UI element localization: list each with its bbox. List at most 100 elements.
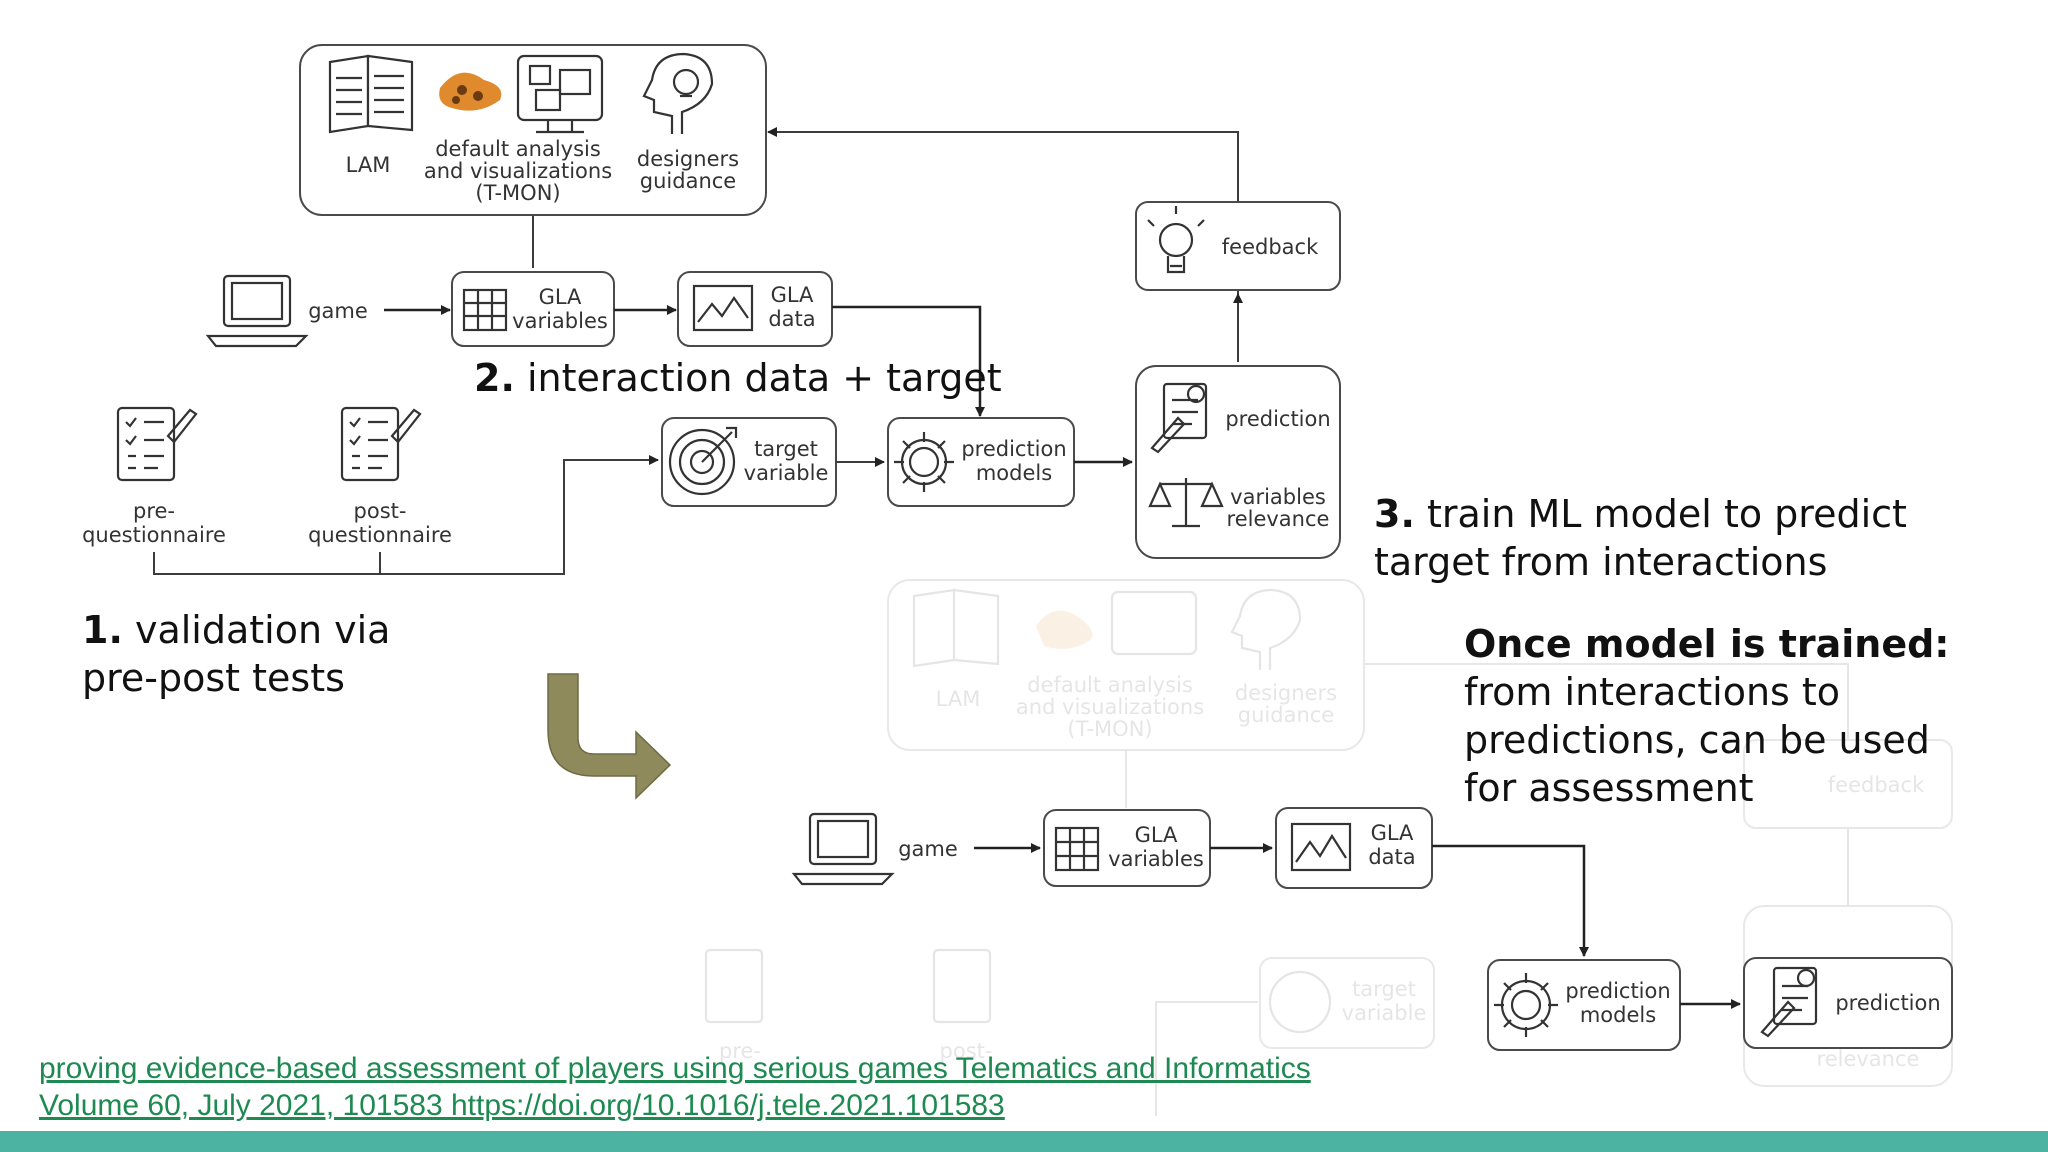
faded-designers-1: designers (1235, 681, 1337, 705)
faded-pre-questionnaire-icon (704, 948, 764, 1024)
target-icon (668, 426, 738, 496)
reference-link-line1[interactable]: proving evidence-based assessment of pla… (39, 1052, 1311, 1085)
bottom-document-pen-icon (1760, 966, 1818, 1038)
faded-book-icon (912, 588, 1000, 668)
faded-target-icon (1268, 970, 1332, 1034)
step3-line2: target from interactions (1374, 540, 1828, 584)
trained-heading: Once model is trained: (1464, 620, 1949, 668)
gla-data-label-1: GLA (771, 283, 814, 307)
bottom-diagram: game GLA variables GLA data prediction m… (791, 807, 1953, 1051)
faded-post-label: post- (940, 1039, 993, 1063)
game-label: game (308, 299, 368, 323)
footer-bar (0, 1131, 2048, 1152)
faded-variables-relevance-2: relevance (1817, 1047, 1920, 1071)
faded-dashboard-icon (1110, 590, 1198, 656)
step3-caption: 3. train ML model to predict target from… (1374, 490, 1907, 586)
faded-feedback-box (1743, 739, 1953, 829)
faded-designers-2: guidance (1238, 703, 1334, 727)
line-chart-icon (692, 284, 754, 332)
trained-bold-text: Once model is trained: (1464, 622, 1950, 666)
step2-number: 2. (474, 356, 515, 400)
book-icon (328, 54, 414, 134)
step1-line1: 1. validation via (82, 606, 390, 654)
pre-questionnaire-label-1: pre- (133, 499, 175, 523)
faded-default-analysis-2: and visualizations (1016, 695, 1204, 719)
bottom-gla-data-label-2: data (1368, 845, 1415, 869)
trained-caption: Once model is trained: from interactions… (1464, 620, 1949, 812)
variables-relevance-label-1: variables (1230, 485, 1326, 509)
brain-icon (439, 72, 502, 111)
bottom-gla-data-to-models-arrow (1432, 844, 1589, 957)
step3-line1: 3. train ML model to predict (1374, 490, 1907, 538)
faded-post-questionnaire-icon (932, 948, 992, 1024)
faded-brain-icon (1036, 610, 1093, 649)
laptop-icon (205, 274, 309, 348)
bottom-game-label: game (898, 837, 958, 861)
lam-label: LAM (346, 153, 391, 177)
faded-questionnaires-line (1155, 1001, 1258, 1116)
gear-icon (894, 432, 954, 492)
target-variable-label-1: target (754, 437, 818, 461)
bottom-gla-variables-label-2: variables (1108, 847, 1204, 871)
prediction-models-label-1: prediction (961, 437, 1066, 461)
gla-data-label-2: data (768, 307, 815, 331)
bottom-gla-variables-label-1: GLA (1135, 823, 1178, 847)
gla-data-to-models-arrow (832, 305, 985, 417)
step2-caption: 2. interaction data + target (474, 354, 1002, 402)
faded-lam-label: LAM (936, 687, 981, 711)
post-questionnaire-icon (340, 406, 422, 482)
pre-questionnaire-label-2: questionnaire (82, 523, 226, 547)
prediction-label: prediction (1225, 407, 1330, 431)
step3-text-line1: train ML model to predict (1414, 492, 1907, 536)
prediction-models-label-2: models (976, 461, 1052, 485)
bottom-gear-icon (1494, 973, 1558, 1037)
gla-variables-label-2: variables (512, 309, 608, 333)
faded-head-icon (1230, 588, 1302, 670)
bottom-gla-data-label-1: GLA (1371, 821, 1414, 845)
step3-number: 3. (1374, 492, 1415, 536)
bottom-prediction-models-label-1: prediction (1565, 979, 1670, 1003)
bottom-prediction-models-label-2: models (1580, 1003, 1656, 1027)
top-diagram: LAM default analysis and visualizations … (82, 44, 1341, 575)
faded-default-analysis-3: (T-MON) (1067, 717, 1152, 741)
variables-relevance-label-2: relevance (1227, 507, 1330, 531)
post-questionnaire-label-1: post- (354, 499, 407, 523)
dashboard-icon (516, 54, 604, 134)
turn-arrow-icon (547, 673, 672, 800)
gla-data-box (677, 271, 833, 347)
bottom-line-chart-icon (1290, 822, 1352, 872)
resources-box (299, 44, 767, 216)
post-questionnaire-label-2: questionnaire (308, 523, 452, 547)
designers-label-1: designers (637, 147, 739, 171)
default-analysis-label-2: and visualizations (424, 159, 612, 183)
step2-text: interaction data + target (514, 356, 1002, 400)
faded-pre-label: pre- (719, 1039, 761, 1063)
faded-target-label-2: variable (1342, 1001, 1427, 1025)
faded-resources-box (887, 579, 1365, 751)
lightbulb-icon (1147, 206, 1205, 274)
scale-icon (1148, 478, 1224, 528)
feedback-box (1135, 201, 1341, 291)
bottom-table-icon (1054, 826, 1100, 872)
feedback-label: feedback (1222, 235, 1319, 259)
trained-line3: for assessment (1464, 766, 1754, 810)
faded-target-box (1259, 957, 1435, 1049)
default-analysis-label-3: (T-MON) (475, 181, 560, 205)
gla-variables-label-1: GLA (539, 285, 582, 309)
trained-line2: predictions, can be used (1464, 718, 1930, 762)
bottom-prediction-label: prediction (1835, 991, 1940, 1015)
bottom-gla-data-box (1275, 807, 1433, 889)
reference-link-line2[interactable]: Volume 60, July 2021, 101583 https://doi… (39, 1089, 1005, 1122)
faded-target-label-1: target (1352, 977, 1416, 1001)
table-icon (462, 288, 508, 332)
head-idea-icon (642, 52, 714, 134)
pre-questionnaire-icon (116, 406, 198, 482)
bottom-laptop-icon (791, 812, 895, 886)
step1-text-line1: validation via (122, 608, 391, 652)
trained-line1: from interactions to (1464, 670, 1841, 714)
faded-feedback-label: feedback (1828, 773, 1925, 797)
faded-feedback-line (1364, 663, 1849, 740)
faded-default-analysis-1: default analysis (1027, 673, 1193, 697)
questionnaires-to-target-line (153, 455, 659, 575)
